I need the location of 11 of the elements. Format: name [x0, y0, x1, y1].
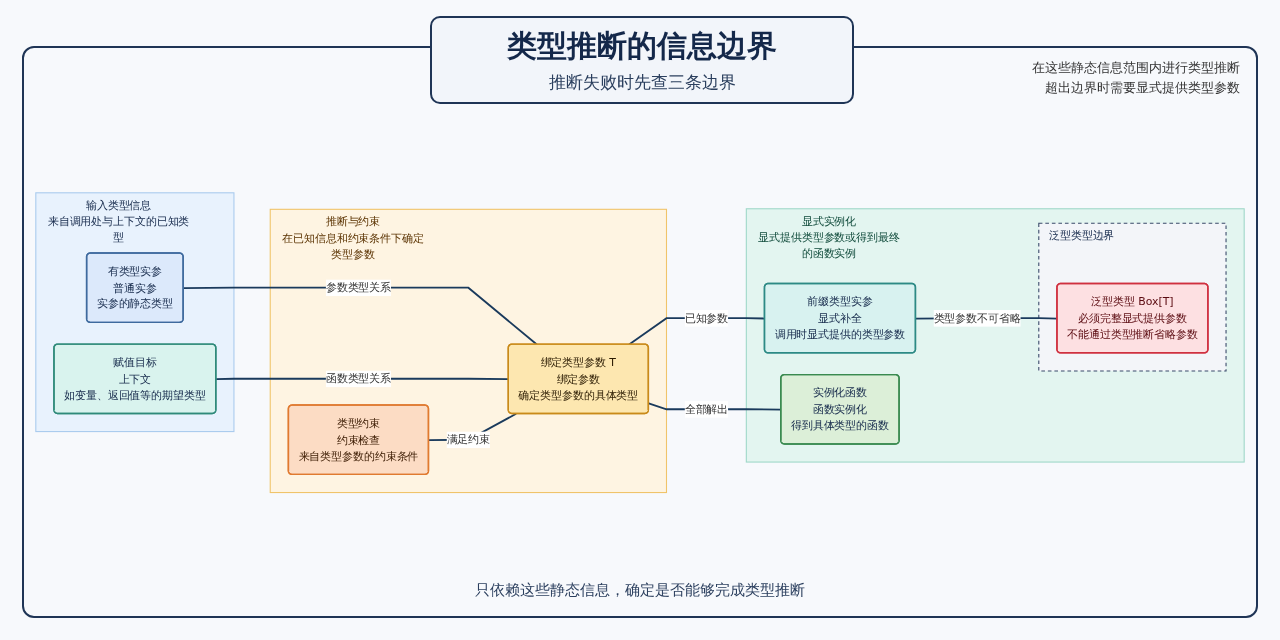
subtitle: 推断失败时先查三条边界 [548, 71, 736, 94]
note-text: 在这些静态信息范围内进行类型推断 [1031, 59, 1240, 77]
edge-label: 类型参数不可省略 [933, 311, 1021, 325]
edge-label: 全部解出 [684, 402, 729, 416]
edge-label: 函数类型关系 [325, 372, 392, 386]
edge-label: 满足约束 [446, 433, 491, 447]
note-text: 超出边界时需要显式提供类型参数 [1044, 79, 1240, 97]
edge-label: 参数类型关系 [325, 281, 392, 295]
title: 类型推断的信息边界 [507, 27, 777, 65]
edge-label: 已知参数 [684, 311, 729, 325]
caption: 只依赖这些静态信息，确定是否能够完成类型推断 [475, 581, 805, 599]
